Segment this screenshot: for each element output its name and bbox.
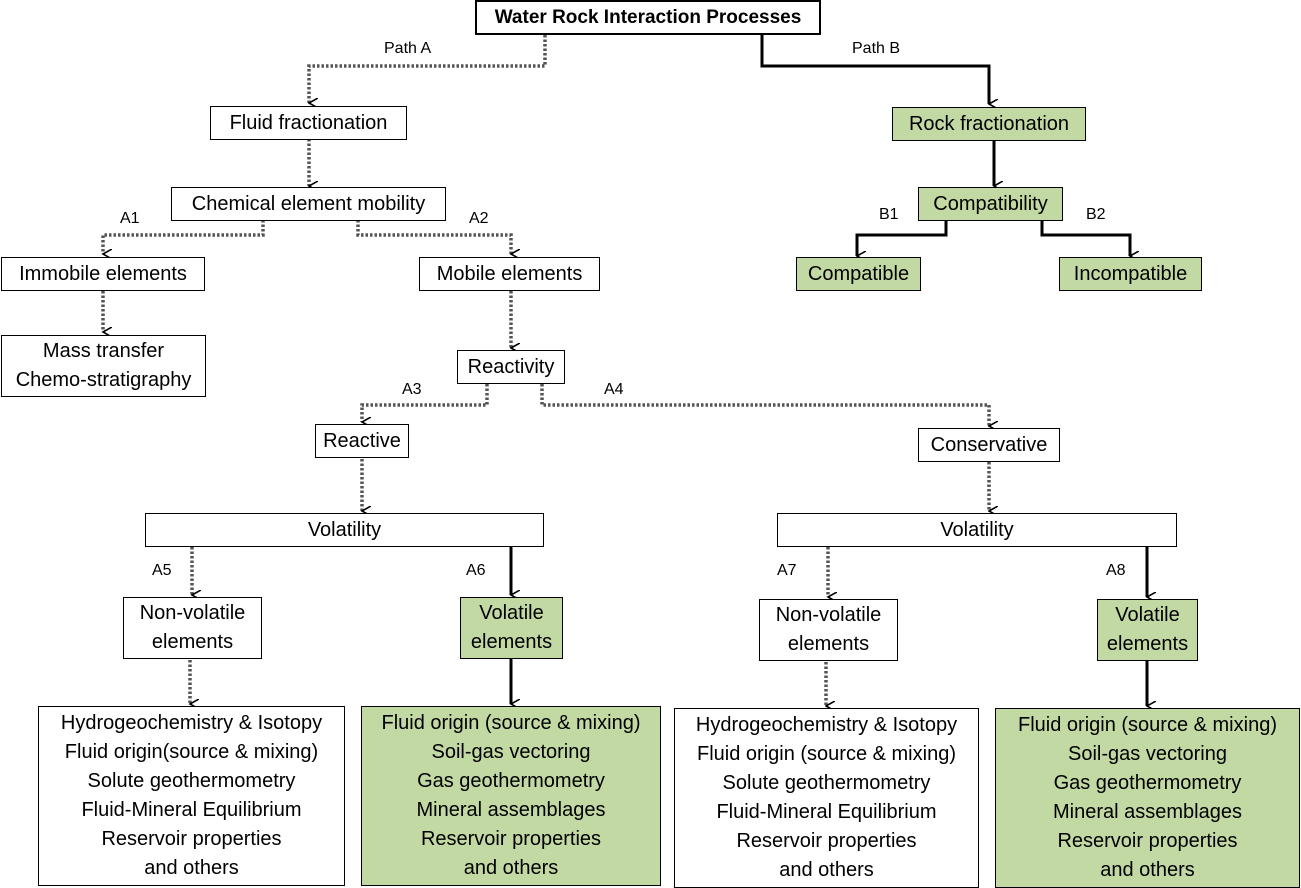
reactive-node: Reactive: [315, 424, 409, 458]
compatibility-text: Compatibility: [933, 192, 1048, 215]
mobile-elements-node: Mobile elements: [419, 257, 600, 291]
outcome-a6-item-2: Soil-gas vectoring: [431, 741, 591, 763]
outcome-a5-item-3: Solute geothermometry: [87, 770, 296, 792]
volatile-a8-line-1: Volatile: [1115, 604, 1180, 626]
nonvolatile-a5-line-1: Non-volatile: [139, 602, 246, 624]
outcome-a5-item-4: Fluid-Mineral Equilibrium: [81, 799, 302, 821]
incompatible-text: Incompatible: [1073, 262, 1188, 285]
compatibility-node: Compatibility: [918, 187, 1063, 221]
path-a-connector: [307, 35, 547, 103]
compatible-text: Compatible: [807, 262, 910, 285]
b2-connector: [1040, 220, 1130, 256]
outcome-a7-item-6: and others: [779, 859, 874, 881]
outcome-a7-item-5: Reservoir properties: [736, 830, 917, 852]
nonvolatile-a5-node: Non-volatile elements: [123, 597, 262, 659]
chemical-element-mobility-node: Chemical element mobility: [171, 187, 446, 221]
outcome-a6-item-6: and others: [463, 857, 559, 879]
a2-label: A2: [469, 210, 489, 227]
mass-transfer-node: Mass transfer Chemo-stratigraphy: [1, 335, 206, 397]
a3-connector: [360, 384, 489, 422]
outcome-a5-item-6: and others: [144, 857, 239, 879]
title-text: Water Rock Interaction Processes: [494, 7, 802, 28]
conservative-text: Conservative: [930, 433, 1048, 456]
volatility-right-node: Volatility: [777, 513, 1177, 547]
outcomes-a8-node: Fluid origin (source & mixing) Soil-gas …: [995, 708, 1300, 888]
a1-label: A1: [120, 210, 140, 227]
outcomes-a6-node: Fluid origin (source & mixing) Soil-gas …: [361, 706, 661, 886]
b1-connector: [855, 220, 948, 256]
outcome-a6-item-3: Gas geothermometry: [417, 770, 605, 792]
volatile-a8-line-2: elements: [1106, 633, 1189, 655]
volatility-left-text: Volatility: [307, 518, 382, 541]
volatile-a6-line-1: Volatile: [479, 602, 544, 624]
volatility-right-text: Volatility: [940, 518, 1014, 541]
reactive-text: Reactive: [323, 429, 401, 452]
nonvolatile-a5-line-2: elements: [151, 631, 234, 653]
reactivity-text: Reactivity: [467, 355, 555, 378]
outcome-a7-item-1: Hydrogeochemistry & Isotopy: [695, 714, 958, 736]
outcome-a5-item-2: Fluid origin(source & mixing): [64, 741, 319, 763]
path-b-label: Path B: [852, 40, 901, 57]
outcome-a7-item-3: Solute geothermometry: [722, 772, 931, 794]
incompatible-node: Incompatible: [1059, 257, 1202, 291]
outcomes-a5-node: Hydrogeochemistry & Isotopy Fluid origin…: [38, 706, 345, 886]
conservative-node: Conservative: [918, 428, 1060, 462]
nonvolatile-a7-line-1: Non-volatile: [775, 604, 882, 626]
outcome-a8-item-2: Soil-gas vectoring: [1068, 743, 1227, 765]
reactivity-node: Reactivity: [457, 350, 565, 384]
outcome-a7-item-4: Fluid-Mineral Equilibrium: [716, 801, 937, 823]
b1-label: B1: [879, 206, 899, 223]
outcome-a8-item-6: and others: [1100, 859, 1195, 881]
a6-label: A6: [466, 562, 486, 579]
volatile-a8-node: Volatile elements: [1097, 599, 1198, 661]
fluid-fractionation-node: Fluid fractionation: [210, 106, 407, 140]
immobile-elements-node: Immobile elements: [1, 257, 205, 291]
a1-connector: [101, 220, 265, 254]
chemo-stratigraphy-line: Chemo-stratigraphy: [15, 369, 192, 391]
fluid-fractionation-text: Fluid fractionation: [229, 111, 388, 134]
b2-label: B2: [1086, 206, 1106, 223]
a5-label: A5: [152, 562, 172, 579]
mobile-elements-text: Mobile elements: [436, 262, 583, 285]
a8-label: A8: [1106, 562, 1126, 579]
immobile-elements-text: Immobile elements: [19, 262, 187, 285]
path-b-connector: [760, 35, 989, 104]
title-node: Water Rock Interaction Processes: [475, 0, 821, 35]
outcome-a8-item-3: Gas geothermometry: [1053, 772, 1242, 794]
volatile-a6-line-2: elements: [470, 631, 553, 653]
rock-fractionation-text: Rock fractionation: [908, 112, 1070, 135]
outcome-a7-item-2: Fluid origin (source & mixing): [697, 743, 956, 765]
outcome-a6-item-5: Reservoir properties: [420, 828, 602, 850]
outcomes-a7-node: Hydrogeochemistry & Isotopy Fluid origin…: [674, 708, 979, 888]
a7-label: A7: [777, 562, 797, 579]
a4-connector: [540, 384, 989, 426]
a2-connector: [356, 220, 511, 254]
a3-label: A3: [402, 381, 422, 398]
volatile-a6-node: Volatile elements: [460, 597, 563, 659]
outcome-a8-item-1: Fluid origin (source & mixing): [1018, 714, 1277, 736]
mass-transfer-line: Mass transfer: [42, 340, 165, 362]
outcome-a5-item-5: Reservoir properties: [101, 828, 282, 850]
nonvolatile-a7-node: Non-volatile elements: [759, 599, 898, 661]
path-a-label: Path A: [384, 40, 432, 57]
nonvolatile-a7-line-2: elements: [787, 633, 870, 655]
outcome-a8-item-4: Mineral assemblages: [1053, 801, 1242, 823]
outcome-a5-item-1: Hydrogeochemistry & Isotopy: [60, 712, 323, 734]
outcome-a8-item-5: Reservoir properties: [1057, 830, 1238, 852]
volatility-left-node: Volatility: [145, 513, 544, 547]
outcome-a6-item-4: Mineral assemblages: [416, 799, 606, 821]
rock-fractionation-node: Rock fractionation: [892, 107, 1086, 141]
outcome-a6-item-1: Fluid origin (source & mixing): [381, 712, 641, 734]
chemical-element-mobility-text: Chemical element mobility: [191, 192, 426, 215]
compatible-node: Compatible: [796, 257, 921, 291]
a4-label: A4: [604, 381, 624, 398]
